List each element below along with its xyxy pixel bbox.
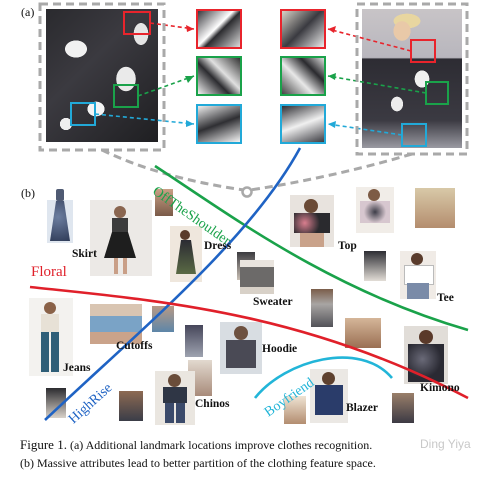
- thumb-top-1: [290, 195, 334, 247]
- thumb-small-12: [284, 396, 306, 424]
- thumb-small-3: [415, 188, 455, 228]
- right-red-landmark-box: [410, 39, 436, 63]
- left-dashed-frame: [38, 2, 166, 152]
- crop-right-top: [280, 9, 326, 49]
- thumb-jeans: [29, 298, 73, 376]
- category-jeans: Jeans: [63, 362, 91, 374]
- curve-boyfriend: [253, 356, 393, 399]
- right-cyan-landmark-box: [401, 123, 427, 147]
- thumb-hoodie: [220, 322, 262, 374]
- left-green-landmark-box: [113, 84, 139, 108]
- left-red-landmark-box: [123, 11, 151, 35]
- thumb-small-1: [155, 189, 173, 216]
- curve-high-rise: [44, 147, 302, 421]
- thumb-kimono: [404, 326, 448, 384]
- caption-line-1: (a) Additional landmark locations improv…: [69, 438, 373, 452]
- panel-a-label: (a): [21, 5, 35, 19]
- thumb-sweater: [240, 260, 274, 294]
- crop-left-middle: [196, 56, 242, 96]
- crop-left-bottom: [196, 104, 242, 144]
- thumb-small-13: [392, 393, 414, 423]
- right-green-landmark-box: [425, 81, 449, 105]
- thumb-small-10: [46, 388, 66, 418]
- caption-line-2: (b) Massive attributes lead to better pa…: [20, 456, 376, 470]
- category-hoodie: Hoodie: [262, 343, 298, 355]
- thumb-small-5: [311, 289, 333, 327]
- crop-left-top: [196, 9, 242, 49]
- category-cutoffs: Cutoffs: [116, 340, 153, 352]
- category-chinos: Chinos: [195, 398, 230, 410]
- category-dress: Dress: [204, 240, 232, 252]
- thumb-top-2: [356, 187, 394, 233]
- figure-caption: Figure 1. (a) Additional landmark locati…: [20, 436, 490, 472]
- category-tee: Tee: [437, 292, 454, 304]
- thumb-tee: [400, 251, 436, 299]
- thumb-chinos: [155, 371, 195, 425]
- left-cyan-landmark-box: [70, 102, 96, 126]
- thumb-small-11: [119, 391, 143, 421]
- category-skirt: Skirt: [72, 248, 97, 260]
- caption-figure-number: Figure 1.: [20, 437, 67, 452]
- thumb-dress: [170, 226, 202, 282]
- thumb-small-6: [345, 318, 381, 348]
- thumb-small-7: [152, 306, 174, 332]
- thumb-blazer: [310, 369, 348, 423]
- watermark: Ding Yiya: [420, 437, 471, 451]
- panel-b-label: (b): [21, 186, 35, 200]
- panel-a-left-photo: [46, 9, 158, 142]
- thumb-small-4: [364, 251, 386, 281]
- category-sweater: Sweater: [253, 296, 293, 308]
- category-kimono: Kimono: [420, 382, 460, 394]
- category-blazer: Blazer: [346, 402, 378, 414]
- curve-floral: [29, 285, 469, 400]
- crop-right-bottom: [280, 104, 326, 144]
- crop-right-middle: [280, 56, 326, 96]
- thumb-floral-dress: [47, 189, 73, 243]
- thumb-small-8: [185, 325, 203, 357]
- convergence-point: [241, 186, 253, 198]
- curve-off-the-shoulder: [154, 164, 469, 332]
- thumb-skirt: [90, 200, 152, 276]
- category-top: Top: [338, 240, 357, 252]
- label-floral: Floral: [31, 264, 67, 280]
